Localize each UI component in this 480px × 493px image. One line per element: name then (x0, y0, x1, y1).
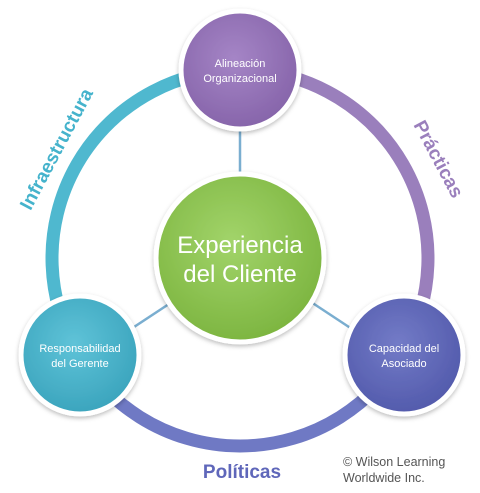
center-label-line1: Experiencia (177, 232, 303, 259)
copyright-notice: © Wilson Learning Worldwide Inc. (343, 454, 445, 486)
node-right-label-line1: Capacidad del (369, 343, 439, 355)
node-left-label-line2: del Gerente (51, 358, 108, 370)
node-right-label-line2: Asociado (381, 358, 426, 370)
center-label-line2: del Cliente (183, 261, 296, 288)
copyright-line1: © Wilson Learning (343, 455, 446, 469)
arc-bottom-label: Políticas (203, 462, 281, 483)
node-right (342, 293, 466, 417)
copyright-line2: Worldwide Inc. (343, 471, 425, 485)
node-top-label-line2: Organizacional (203, 73, 276, 85)
center-circle (153, 171, 327, 345)
node-left-label-line1: Responsabilidad (39, 343, 120, 355)
node-top-label-line1: Alineación (215, 58, 266, 70)
node-left (18, 293, 142, 417)
node-top (178, 8, 302, 132)
